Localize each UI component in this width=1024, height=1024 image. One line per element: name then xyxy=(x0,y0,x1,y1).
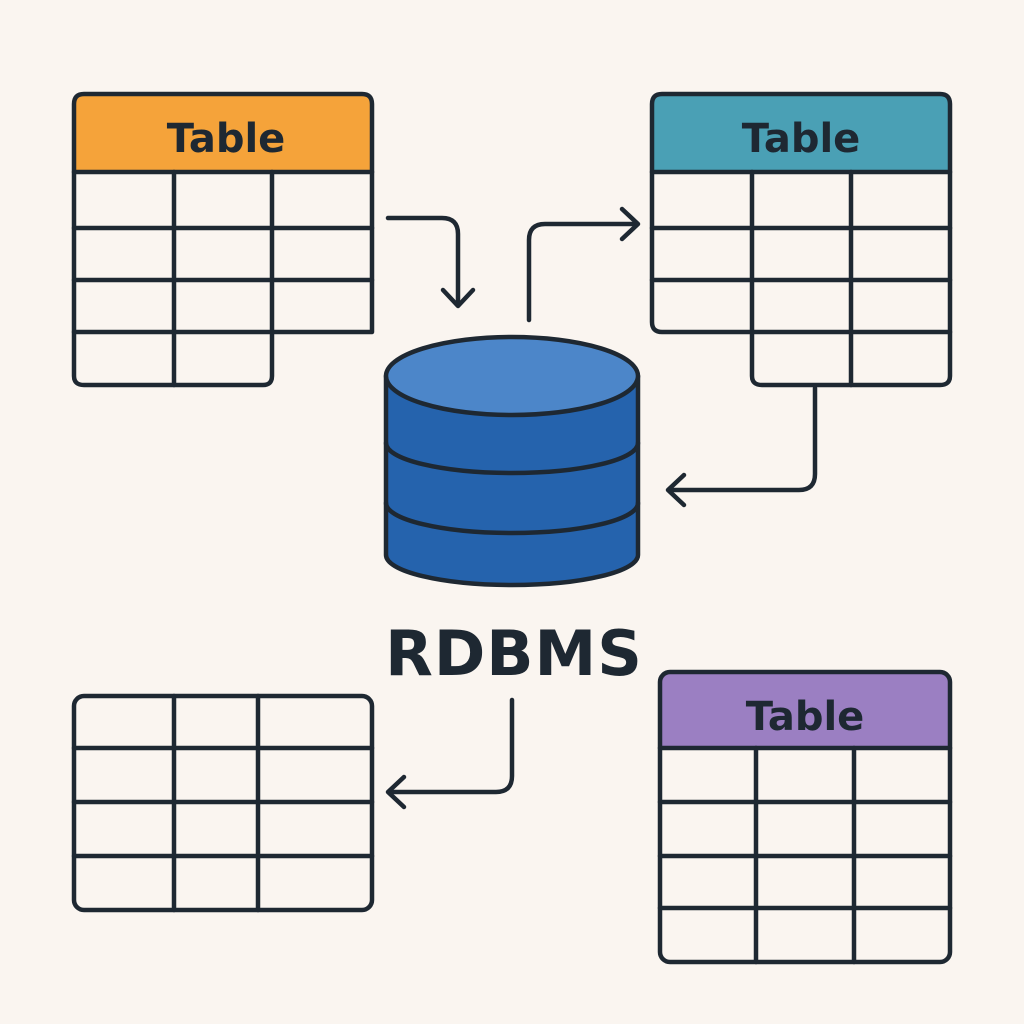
table-header-label: Table xyxy=(167,116,286,162)
table-bottom-left xyxy=(71,693,375,913)
diagram-title: RDBMS xyxy=(385,617,643,690)
arrow-icon xyxy=(526,206,641,323)
table-top-right: Table xyxy=(649,91,953,388)
database-cylinder-icon xyxy=(383,334,641,588)
arrow-icon xyxy=(665,385,818,508)
table-header-label: Table xyxy=(746,694,865,740)
arrow-icon xyxy=(385,215,476,309)
table-header-label: Table xyxy=(742,116,861,162)
arrow-icon xyxy=(385,697,515,810)
table-bottom-right: Table xyxy=(657,669,953,965)
table-top-left: Table xyxy=(71,91,375,388)
